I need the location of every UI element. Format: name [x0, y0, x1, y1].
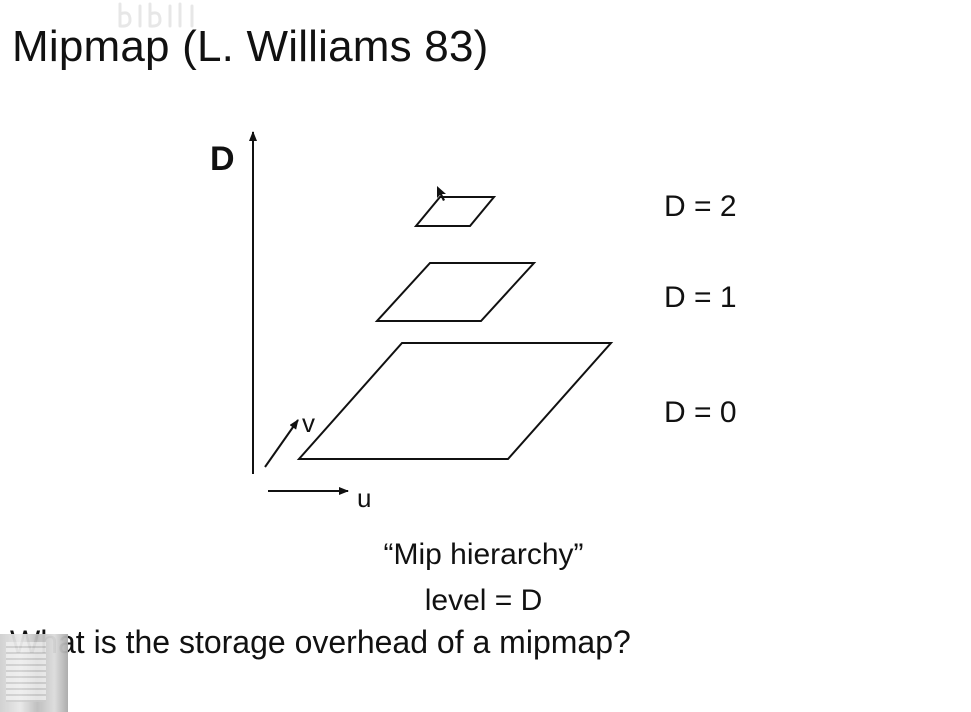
caption-mip-hierarchy: “Mip hierarchy” — [383, 538, 584, 571]
level-label-d2: D = 2 — [664, 190, 737, 223]
video-thumbnail — [0, 634, 68, 712]
v-axis-label: v — [302, 408, 315, 438]
storage-overhead-question: What is the storage overhead of a mipmap… — [10, 624, 631, 660]
mip-level-2 — [413, 196, 497, 227]
slide-title: Mipmap (L. Williams 83) — [12, 22, 489, 71]
mouse-cursor-icon — [437, 186, 446, 201]
v-axis — [264, 419, 299, 468]
d-axis-label: D — [210, 140, 235, 178]
mip-level-0 — [296, 342, 614, 460]
level-label-d1: D = 1 — [664, 281, 737, 314]
mip-level-1 — [374, 262, 537, 322]
level-label-d0: D = 0 — [664, 396, 737, 429]
u-axis-label: u — [357, 483, 371, 513]
watermark-logo — [118, 2, 194, 28]
caption-level-equals-d: level = D — [424, 584, 543, 617]
